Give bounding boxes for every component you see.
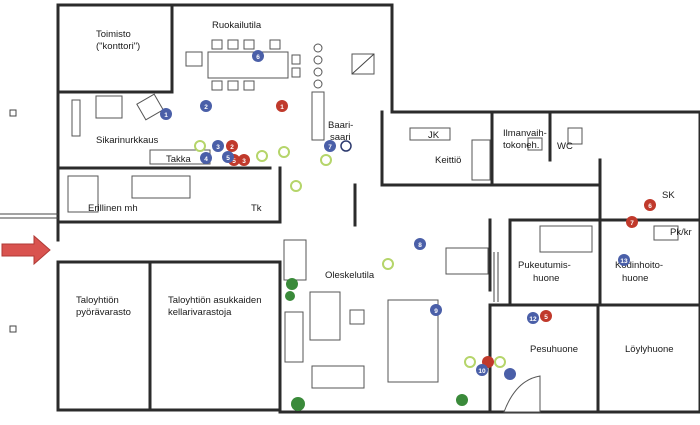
svg-text:1: 1 [164,112,168,119]
marker-blue-4: 4 [200,152,212,164]
svg-text:3: 3 [216,144,220,151]
label-erillinen: Erillinen mh [88,203,138,214]
green-markers [194,140,506,368]
label-pkkr: Pk/kr [670,227,692,238]
svg-text:2: 2 [204,104,208,111]
marker-red-5b: 5 [540,310,552,322]
svg-text:7: 7 [630,220,634,227]
label-wc: WC [557,141,573,152]
label-baari: Baari- [328,120,353,131]
marker-blue-5: 5 [222,151,234,163]
marker-red-3: 3 [238,154,250,166]
walls [56,3,700,414]
label-kellari-sub: kellarivarastoja [168,307,232,318]
marker-red-1: 1 [276,100,288,112]
room-labels: Toimisto ("konttori") Ruokailutila Baari… [76,20,692,355]
label-kodinhoito: Kodinhoito- [615,260,663,271]
marker-blue-1: 1 [160,108,172,120]
label-pukeutumis-sub: huone [533,273,559,284]
marker-red-7: 7 [626,216,638,228]
red-markers: 1 2 3 5 6 7 5 [226,100,656,368]
marker-blue-3: 3 [212,140,224,152]
label-toimisto: Toimisto [96,29,131,40]
entrance-arrow [1,234,51,266]
label-ruokailutila: Ruokailutila [212,20,262,31]
label-jk: JK [428,130,440,141]
label-pyoravarasto: Taloyhtiön [76,295,119,306]
marker-blue-9: 9 [430,304,442,316]
svg-text:5: 5 [226,155,230,162]
svg-text:4: 4 [204,156,208,163]
label-kellari: Taloyhtiön asukkaiden [168,295,261,306]
marker-blue-7: 7 [324,140,336,152]
svg-text:6: 6 [648,203,652,210]
svg-text:1: 1 [280,104,284,111]
label-loylyhuone: Löylyhuone [625,344,674,355]
label-ilmanvaihto: Ilmanvaih- [503,128,547,139]
svg-text:3: 3 [242,158,246,165]
svg-text:2: 2 [230,144,234,151]
marker-red-6: 6 [644,199,656,211]
svg-text:8: 8 [418,242,422,249]
label-baari-sub: saari [330,132,351,143]
label-oleskelutila: Oleskelutila [325,270,375,281]
svg-text:10: 10 [478,368,486,375]
marker-red-2: 2 [226,140,238,152]
marker-blue-10: 10 [476,364,488,376]
svg-text:5: 5 [232,158,236,165]
marker-blue-8: 8 [414,238,426,250]
label-toimisto-sub: ("konttori") [96,41,140,52]
label-pyoravarasto-sub: pyörävarasto [76,307,131,318]
label-kodinhoito-sub: huone [622,273,648,284]
marker-blue-2: 2 [200,100,212,112]
marker-blue-6: 6 [252,50,264,62]
svg-text:9: 9 [434,308,438,315]
svg-text:12: 12 [529,316,537,323]
plants [285,278,468,411]
edge-marks [0,109,58,333]
svg-text:7: 7 [328,144,332,151]
marker-blue-13: 13 [618,254,630,266]
label-keittio: Keittiö [435,155,461,166]
furniture [67,39,679,413]
marker-blue-ring [340,140,352,152]
marker-blue-12: 12 [527,312,539,324]
svg-text:5: 5 [544,314,548,321]
label-pesuhuone: Pesuhuone [530,344,578,355]
label-pukeutumis: Pukeutumis- [518,260,571,271]
label-sk: SK [662,190,675,201]
svg-text:6: 6 [256,54,260,61]
marker-blue-dot [504,368,516,380]
label-sikarinurkkaus: Sikarinurkkaus [96,135,159,146]
label-takka: Takka [166,154,192,165]
svg-text:13: 13 [620,258,628,265]
label-ilmanvaihto-sub: tokoneh. [503,140,539,151]
blue-markers: 1 2 3 4 5 6 7 8 9 10 12 13 [160,50,630,380]
label-tk: Tk [251,203,262,214]
